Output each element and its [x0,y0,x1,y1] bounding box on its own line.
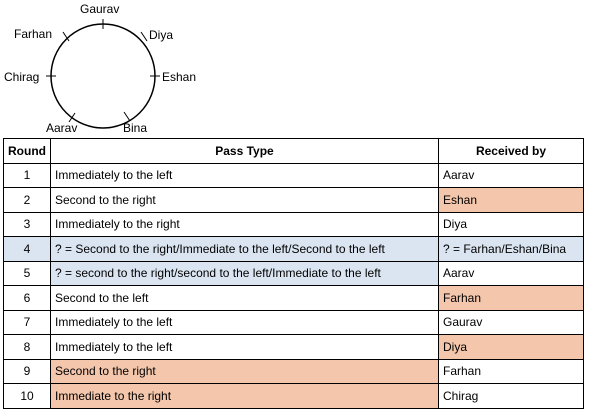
pass-cell: Immediately to the left [50,162,439,188]
table-row: 10 Immediate to the right Chirag [3,383,584,409]
round-cell: 3 [3,211,51,237]
pass-cell: ? = second to the right/second to the le… [50,260,439,286]
pass-cell: Second to the left [50,285,439,311]
pass-cell: Immediate to the right [50,383,439,409]
header-pass-type: Pass Type [50,138,439,164]
received-cell: ? = Farhan/Eshan/Bina [438,236,584,262]
seating-circle [50,23,156,129]
pass-cell: Immediately to the right [50,211,439,237]
pass-cell: Immediately to the left [50,309,439,335]
name-chirag: Chirag [4,70,39,84]
table-row: 9 Second to the right Farhan [3,358,584,384]
received-cell: Gaurav [438,309,584,335]
rounds-table: Round Pass Type Received by 1 Immediatel… [3,138,584,409]
table-row: 4 ? = Second to the right/Immediate to t… [3,236,584,262]
seating-diagram: Gaurav Diya Eshan Bina Aarav Chirag Farh… [4,2,196,135]
received-cell: Farhan [438,358,584,384]
header-round: Round [3,138,51,164]
received-cell: Aarav [438,260,584,286]
table-row: 6 Second to the left Farhan [3,285,584,311]
table-row: 7 Immediately to the left Gaurav [3,309,584,335]
received-cell: Diya [438,211,584,237]
pass-cell: Immediately to the left [50,334,439,360]
round-cell: 10 [3,383,51,409]
received-cell: Farhan [438,285,584,311]
tick-bina [123,111,131,122]
header-received-by: Received by [438,138,584,164]
name-eshan: Eshan [162,70,196,84]
table-row: 8 Immediately to the left Diya [3,334,584,360]
tick-farhan [62,31,70,42]
name-farhan: Farhan [14,27,52,41]
round-cell: 6 [3,285,51,311]
table-header-row: Round Pass Type Received by [3,138,584,164]
table-row: 2 Second to the right Eshan [3,187,584,213]
pass-cell: ? = Second to the right/Immediate to the… [50,236,439,262]
name-diya: Diya [149,28,173,42]
pass-cell: Second to the right [50,358,439,384]
round-cell: 2 [3,187,51,213]
received-cell: Chirag [438,383,584,409]
name-gaurav: Gaurav [80,2,119,16]
name-aarav: Aarav [46,121,77,135]
received-cell: Diya [438,334,584,360]
received-cell: Eshan [438,187,584,213]
tick-diya [140,31,148,42]
round-cell: 8 [3,334,51,360]
round-cell: 5 [3,260,51,286]
received-cell: Aarav [438,162,584,188]
round-cell: 7 [3,309,51,335]
pass-cell: Second to the right [50,187,439,213]
table-row: 1 Immediately to the left Aarav [3,162,584,188]
round-cell: 1 [3,162,51,188]
table-row: 3 Immediately to the right Diya [3,211,584,237]
tick-aarav [68,112,76,123]
table-row: 5 ? = second to the right/second to the … [3,260,584,286]
name-bina: Bina [123,121,147,135]
round-cell: 9 [3,358,51,384]
round-cell: 4 [3,236,51,262]
